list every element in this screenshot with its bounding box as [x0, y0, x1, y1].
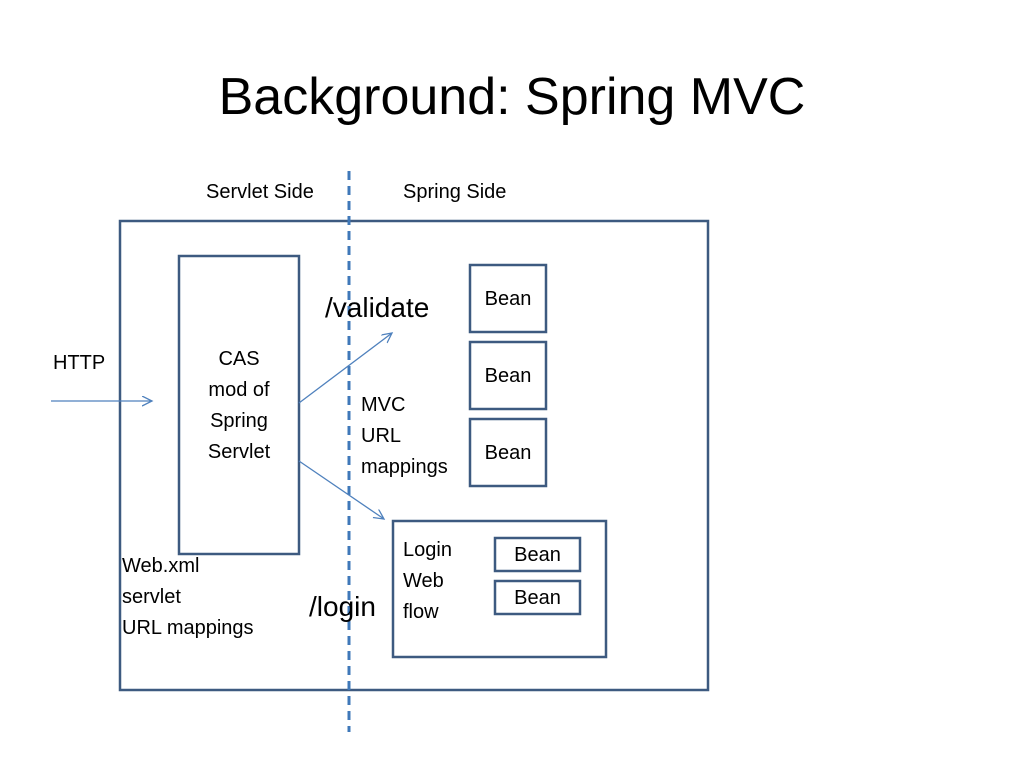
bean-box-3	[468, 417, 548, 488]
servlet-box-line: Spring	[210, 410, 268, 432]
bean-label: Bean	[484, 365, 532, 387]
validate-arrow	[298, 333, 392, 404]
servlet-box-line: mod of	[208, 379, 270, 401]
login-path-label: /login	[309, 591, 376, 622]
bean-box-1	[468, 263, 548, 334]
servlet-side-label: Servlet Side	[206, 181, 314, 203]
login-arrow	[298, 460, 384, 519]
http-label: HTTP	[53, 352, 106, 374]
mvc-line: MVC	[361, 394, 406, 416]
login-webflow-text: Login Web flow	[403, 535, 452, 628]
bean-label: Bean	[484, 442, 532, 464]
spring-side-label: Spring Side	[403, 181, 507, 203]
webxml-line: servlet	[122, 586, 181, 608]
mvc-line: mappings	[361, 456, 448, 478]
login-webflow-line: flow	[403, 601, 439, 623]
webxml-line: URL mappings	[122, 617, 254, 639]
server-box	[118, 219, 710, 692]
servlet-box	[177, 254, 301, 556]
login-webflow-line: Web	[403, 570, 444, 592]
webflow-bean-label: Bean	[514, 587, 561, 609]
servlet-box-line: Servlet	[207, 441, 271, 463]
servlet-box-line: CAS	[218, 348, 260, 370]
webxml-text: Web.xml servlet URL mappings	[122, 551, 254, 644]
webflow-bean-label: Bean	[514, 544, 561, 566]
webxml-line: Web.xml	[122, 555, 200, 577]
servlet-box-text: CAS mod of Spring Servlet	[184, 344, 294, 468]
bean-box-2	[468, 340, 548, 411]
mvc-line: URL	[361, 425, 402, 447]
webflow-bean-box-1	[493, 536, 582, 573]
webflow-bean-box-2	[493, 579, 582, 616]
validate-path-label: /validate	[325, 292, 430, 323]
mvc-url-mappings-text: MVC URL mappings	[361, 390, 448, 483]
slide-title: Background: Spring MVC	[218, 68, 806, 126]
login-webflow-line: Login	[403, 539, 452, 561]
bean-label: Bean	[484, 288, 532, 310]
